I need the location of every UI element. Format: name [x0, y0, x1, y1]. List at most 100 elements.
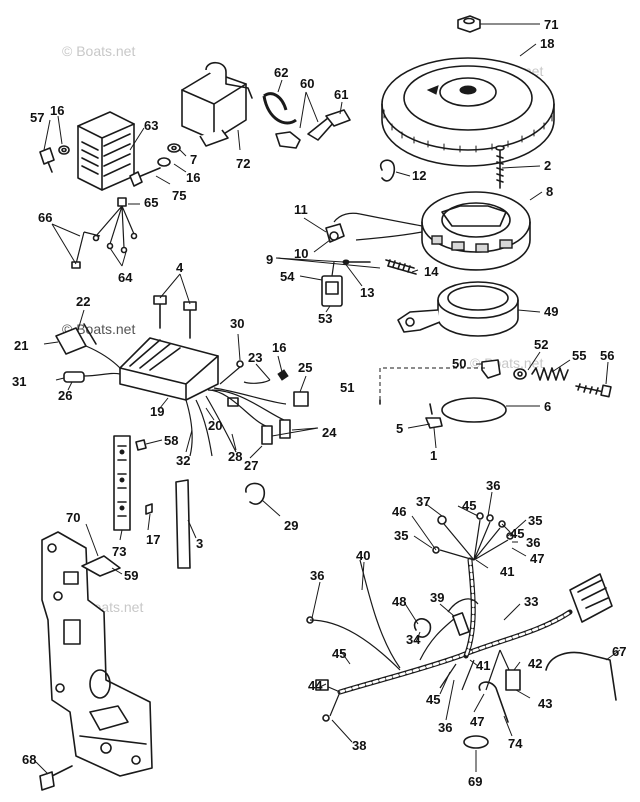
callout-22: 22	[76, 294, 90, 309]
callout-16: 16	[186, 170, 200, 185]
screw-part	[39, 765, 73, 791]
screw-part	[135, 439, 147, 451]
spark-plug-boot-part	[307, 109, 351, 141]
callout-62: 62	[274, 65, 288, 80]
callout-55: 55	[572, 348, 586, 363]
callout-12: 12	[412, 168, 426, 183]
callout-46: 46	[392, 504, 406, 519]
callout-38: 38	[352, 738, 366, 753]
callout-45: 45	[426, 692, 440, 707]
retaining-ring-part	[441, 397, 507, 423]
callout-70: 70	[66, 510, 80, 525]
nut-part	[277, 369, 289, 381]
callout-48: 48	[392, 594, 406, 609]
callout-52: 52	[534, 337, 548, 352]
callout-53: 53	[318, 311, 332, 326]
callout-7: 7	[190, 152, 197, 167]
wire-bracket-part	[545, 651, 617, 701]
callout-50: 50	[452, 356, 466, 371]
screw-part	[575, 383, 612, 398]
terminal-boot-part	[261, 425, 273, 445]
stator-part	[333, 191, 531, 271]
callout-60: 60	[300, 76, 314, 91]
connector-part	[293, 391, 309, 407]
callout-57: 57	[30, 110, 44, 125]
callout-44: 44	[308, 678, 323, 693]
callout-39: 39	[430, 590, 444, 605]
connector-body-part	[321, 261, 343, 307]
callout-67: 67	[612, 644, 626, 659]
spark-plug-wire-part	[262, 92, 301, 149]
callout-11: 11	[294, 202, 308, 217]
callout-28: 28	[228, 449, 242, 464]
callout-4: 4	[176, 260, 184, 275]
callout-37: 37	[416, 494, 430, 509]
callout-56: 56	[600, 348, 614, 363]
rectifier-pack-part	[77, 111, 135, 191]
washer-part	[58, 145, 70, 155]
watermark: © Boats.net	[62, 321, 135, 337]
callout-21: 21	[14, 338, 28, 353]
screw-part	[495, 145, 505, 189]
hook-part	[478, 681, 509, 723]
callout-45: 45	[332, 646, 346, 661]
terminal-block-part	[113, 435, 131, 531]
callout-75: 75	[172, 188, 186, 203]
callout-54: 54	[280, 269, 295, 284]
callout-5: 5	[396, 421, 403, 436]
callout-47: 47	[470, 714, 484, 729]
callout-2: 2	[544, 158, 551, 173]
fuse-holder-part	[63, 371, 121, 383]
washer-part	[157, 143, 181, 167]
callout-72: 72	[236, 156, 250, 171]
callout-9: 9	[266, 252, 273, 267]
callout-40: 40	[356, 548, 370, 563]
callout-66: 66	[38, 210, 52, 225]
power-pack-part	[119, 337, 219, 401]
screw-part	[145, 503, 153, 515]
cable-clip-part	[379, 159, 396, 182]
callout-18: 18	[540, 36, 554, 51]
callout-61: 61	[334, 87, 348, 102]
callout-16: 16	[50, 103, 64, 118]
screw-part	[39, 147, 55, 173]
watermark: © Boats.net	[62, 43, 135, 59]
callout-63: 63	[144, 118, 158, 133]
callout-31: 31	[12, 374, 26, 389]
flywheel-part	[381, 57, 555, 167]
callout-26: 26	[58, 388, 72, 403]
callout-34: 34	[406, 632, 421, 647]
ring-terminal-part	[236, 360, 244, 368]
cable-clip-part	[413, 618, 432, 638]
clip-part	[81, 555, 121, 577]
strap-part	[463, 735, 489, 749]
sleeve-part	[385, 259, 417, 275]
callout-45: 45	[462, 498, 476, 513]
connector-plug-part	[325, 223, 345, 243]
screw-part	[429, 403, 433, 415]
ground-wire-part	[243, 379, 271, 384]
callout-42: 42	[528, 656, 542, 671]
leader-lines	[35, 23, 621, 775]
callout-35: 35	[394, 528, 408, 543]
callout-13: 13	[360, 285, 374, 300]
callout-41: 41	[476, 658, 490, 673]
ground-lead-part	[71, 231, 101, 269]
callout-17: 17	[146, 532, 160, 547]
wire-harness-part	[306, 512, 613, 722]
connector-part	[55, 323, 121, 369]
callout-35: 35	[528, 513, 542, 528]
callout-23: 23	[248, 350, 262, 365]
connector-part	[227, 397, 239, 407]
callout-47: 47	[530, 551, 544, 566]
terminal-boot-part	[279, 419, 291, 439]
callout-65: 65	[144, 195, 158, 210]
callout-51: 51	[340, 380, 354, 395]
callout-labels: 71 18 62 60 61 57 16 63 72 7 16 75 65 66…	[12, 17, 626, 789]
callout-41: 41	[500, 564, 514, 579]
clip-part	[425, 417, 443, 429]
callout-20: 20	[208, 418, 222, 433]
timer-base-part	[397, 281, 519, 337]
callout-30: 30	[230, 316, 244, 331]
